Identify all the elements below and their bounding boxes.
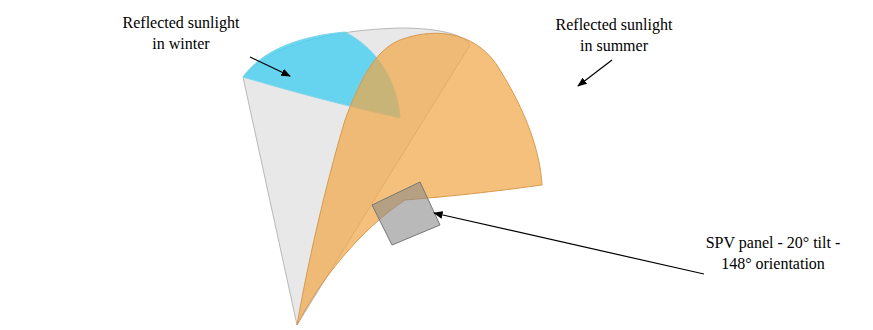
summer-reflection — [297, 33, 542, 325]
leader-line — [434, 213, 704, 274]
callout-label: Reflected sunlight in winter — [118, 12, 244, 54]
callout-label: Reflected sunlight in summer — [548, 14, 680, 56]
callout-label: SPV panel - 20° tilt - 148° orientation — [690, 232, 856, 274]
leader-line — [250, 57, 290, 76]
spv-panel — [372, 182, 440, 245]
leader-line — [578, 60, 612, 86]
